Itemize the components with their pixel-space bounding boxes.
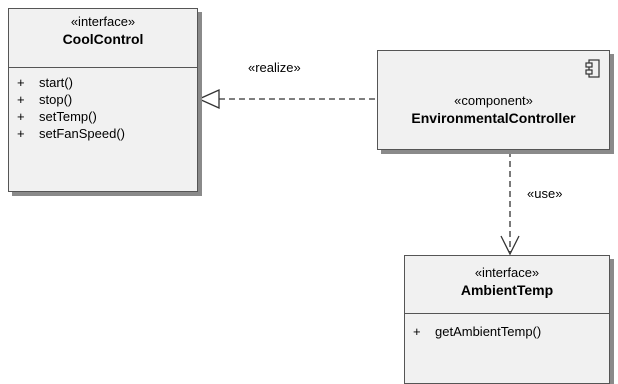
coolcontrol-divider — [9, 67, 197, 68]
ambienttemp-operations: + getAmbientTemp() — [405, 314, 609, 340]
environmentalcontroller-name: EnvironmentalController — [411, 110, 576, 126]
use-arrowhead — [500, 235, 520, 256]
operation-row: + start() — [17, 74, 197, 91]
coolcontrol-operations: + start() + stop() + setTemp() + setFanSpeed… — [9, 68, 197, 142]
realize-arrowhead — [197, 88, 220, 110]
operation-name: setFanSpeed() — [39, 126, 125, 141]
coolcontrol-name: CoolControl — [62, 31, 144, 47]
operation-name: setTemp() — [39, 109, 97, 124]
ambienttemp-divider — [405, 313, 609, 314]
operation-visibility: + — [17, 75, 25, 90]
coolcontrol-interface-box[interactable]: «interface» CoolControl + start() + stop()… — [8, 8, 198, 192]
coolcontrol-stereotype: «interface» — [70, 14, 136, 29]
use-label: «use» — [527, 186, 563, 201]
operation-visibility: + — [17, 109, 25, 124]
environmentalcontroller-component-box[interactable]: «component» EnvironmentalController — [377, 50, 610, 150]
ambienttemp-interface-box[interactable]: «interface» AmbientTemp + getAmbientTemp(… — [404, 255, 610, 384]
operation-row: + setFanSpeed() — [17, 125, 197, 142]
operation-row: + getAmbientTemp() — [413, 323, 609, 340]
ambienttemp-stereotype: «interface» — [474, 265, 540, 280]
operation-visibility: + — [17, 126, 25, 141]
realize-label: «realize» — [248, 60, 301, 75]
component-icon — [585, 59, 600, 78]
operation-name: getAmbientTemp() — [435, 324, 542, 339]
operation-row: + setTemp() — [17, 108, 197, 125]
operation-name: stop() — [39, 92, 73, 107]
operation-visibility: + — [413, 324, 421, 339]
operation-name: start() — [39, 75, 73, 90]
operation-visibility: + — [17, 92, 25, 107]
ambienttemp-name: AmbientTemp — [460, 282, 554, 298]
operation-row: + stop() — [17, 91, 197, 108]
environmentalcontroller-stereotype: «component» — [454, 93, 533, 108]
